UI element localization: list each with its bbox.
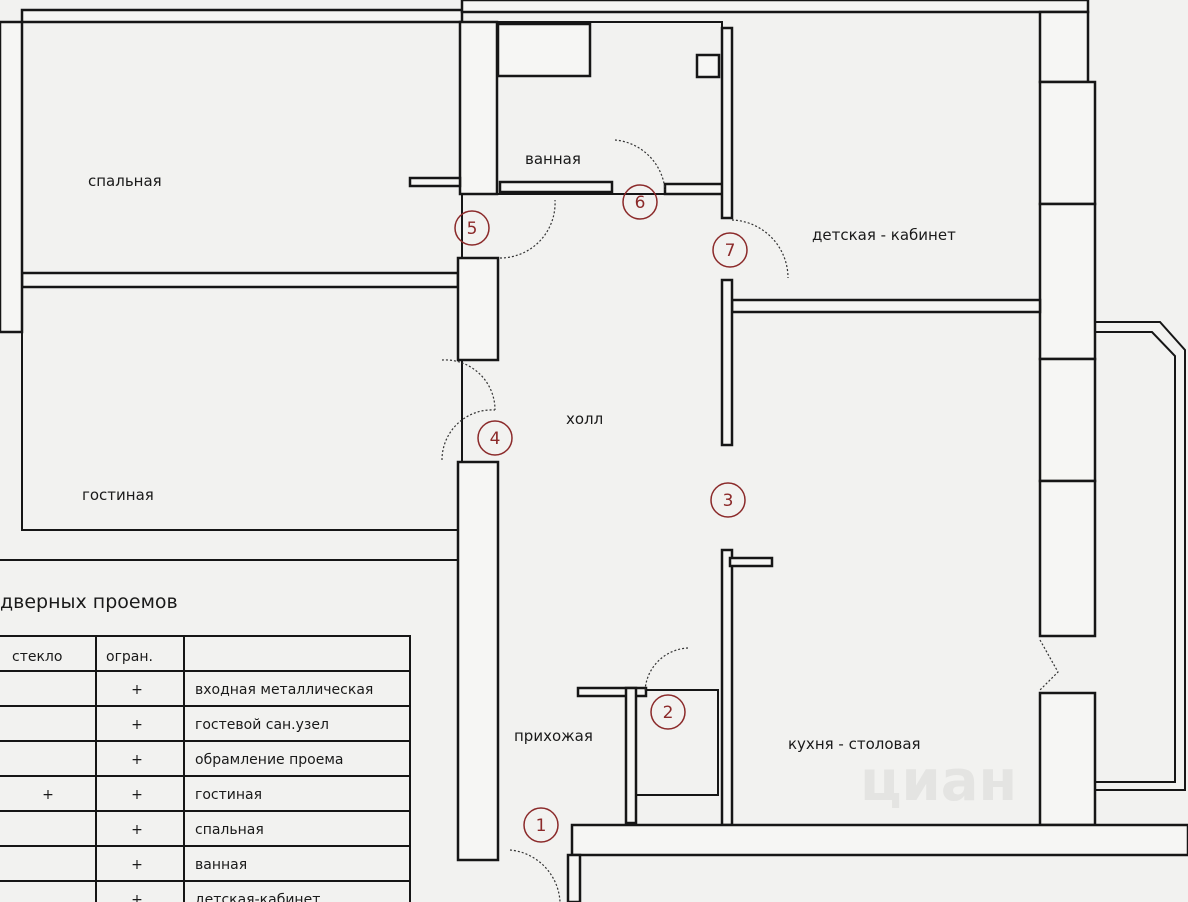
wall-stub-2 [728, 556, 774, 568]
svg-text:5: 5 [467, 219, 478, 239]
wall-nursery-kitchen [730, 298, 1042, 314]
wall-bedroom-living [20, 271, 460, 289]
table-cell-name: гостевой сан.узел [195, 717, 329, 733]
label-living: гостиная [82, 486, 154, 504]
door-5 [499, 199, 556, 259]
table-cell-name: ванная [195, 857, 247, 873]
svg-text:4: 4 [490, 429, 501, 449]
watermark: циан [860, 749, 1017, 814]
svg-text:3: 3 [723, 491, 734, 511]
bay-window-inner [1095, 331, 1176, 783]
door-4 [441, 359, 496, 461]
wall-bottom [570, 823, 1188, 857]
label-bedroom: спальная [88, 172, 162, 190]
marker-6: 6 [622, 184, 658, 220]
wall-bath-bottom [498, 180, 614, 194]
table-cell-frame: + [131, 857, 143, 873]
table-cell-frame: + [131, 787, 143, 803]
table-cell-name: обрамление проема [195, 752, 343, 768]
marker-2: 2 [650, 694, 686, 730]
wall-wc-left [624, 686, 638, 825]
wall-living-entry [456, 460, 500, 862]
svg-text:1: 1 [536, 816, 547, 836]
svg-text:огран.: огран. [106, 649, 153, 665]
table-title: дверных проемов [0, 591, 178, 613]
wall-bedroom-bath [458, 20, 499, 196]
wall-left [0, 20, 24, 334]
wall-bottom-stub [566, 853, 582, 902]
label-kitchen: кухня - столовая [788, 735, 921, 753]
wc-outline [635, 689, 719, 796]
wall-hall-kitchen [720, 278, 734, 447]
wall-pier [1038, 202, 1097, 361]
door-balcony [1039, 639, 1059, 691]
wall-hall-kitchen-lower [720, 548, 734, 827]
svg-text:2: 2 [663, 703, 674, 723]
table-cell-name: гостиная [195, 787, 262, 803]
marker-7: 7 [712, 232, 748, 268]
wall-right-upper [1038, 10, 1090, 84]
table-cell-glass: + [42, 787, 54, 803]
table-cell-frame: + [131, 752, 143, 768]
svg-text:стекло: стекло [12, 649, 62, 665]
svg-text:7: 7 [725, 241, 736, 261]
door-2 [644, 647, 689, 693]
marker-5: 5 [454, 210, 490, 246]
bath-fixture [496, 22, 592, 78]
table-cell-name: входная металлическая [195, 682, 373, 698]
door-1 [509, 849, 561, 902]
window-2 [1038, 357, 1097, 483]
window-1 [1038, 80, 1097, 206]
label-bath: ванная [525, 150, 581, 168]
closet [456, 256, 500, 362]
wall-stub [408, 176, 462, 188]
marker-3: 3 [710, 482, 746, 518]
wall-wc-top [576, 686, 648, 698]
table-cell-name: спальная [195, 822, 264, 838]
door-table: стекло огран. [0, 635, 411, 902]
svg-text:6: 6 [635, 193, 646, 213]
marker-4: 4 [477, 420, 513, 456]
wall-bath-nursery [720, 26, 734, 220]
label-hall: холл [566, 410, 603, 428]
wall-pier-2 [1038, 479, 1097, 638]
door-6 [614, 139, 666, 191]
label-nursery: детская - кабинет [812, 226, 956, 244]
bay-window [1095, 321, 1186, 791]
marker-1: 1 [523, 807, 559, 843]
label-entry: прихожая [514, 727, 593, 745]
wall-bath-bottom-r [663, 182, 727, 196]
door-7 [731, 219, 789, 279]
table-cell-name: детская-кабинет [195, 892, 320, 902]
table-cell-frame: + [131, 892, 143, 902]
table-cell-frame: + [131, 822, 143, 838]
bath-fixture-2 [695, 53, 721, 79]
wall-top [460, 0, 1090, 14]
window-3 [1038, 691, 1097, 827]
table-cell-frame: + [131, 682, 143, 698]
wall-top-bedroom [20, 8, 464, 24]
table-cell-frame: + [131, 717, 143, 733]
